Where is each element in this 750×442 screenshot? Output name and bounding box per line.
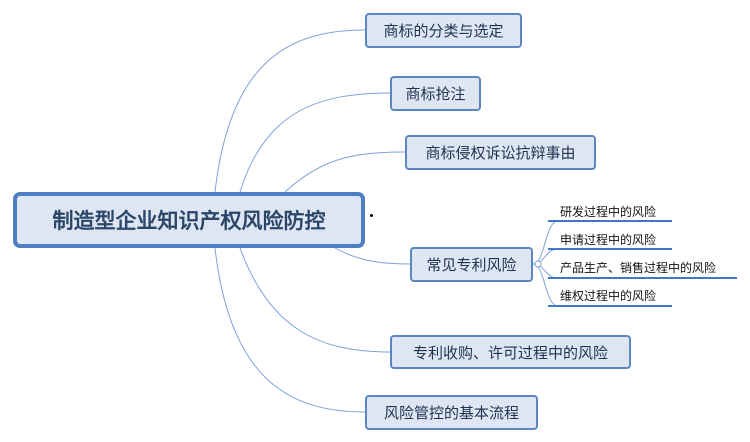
branch-trademark-classification[interactable]: 商标的分类与选定 <box>365 13 522 48</box>
subnode-enforcement-risk[interactable]: 维权过程中的风险 <box>560 289 657 303</box>
subnode-production-sales-risk[interactable]: 产品生产、销售过程中的风险 <box>560 261 717 275</box>
branch-patent-acquisition[interactable]: 专利收购、许可过程中的风险 <box>390 335 631 369</box>
subnode-rd-risk[interactable]: 研发过程中的风险 <box>560 205 657 219</box>
branch-risk-control-process[interactable]: 风险管控的基本流程 <box>365 395 538 430</box>
subnode-application-risk[interactable]: 申请过程中的风险 <box>560 233 657 247</box>
root-node[interactable]: 制造型企业知识产权风险防控 <box>13 192 365 248</box>
branch-patent-risks[interactable]: 常见专利风险 <box>410 247 533 282</box>
branch-trademark-squatting[interactable]: 商标抢注 <box>390 76 481 111</box>
marker-dot <box>370 214 373 217</box>
branch-trademark-defense[interactable]: 商标侵权诉讼抗辩事由 <box>405 135 596 170</box>
